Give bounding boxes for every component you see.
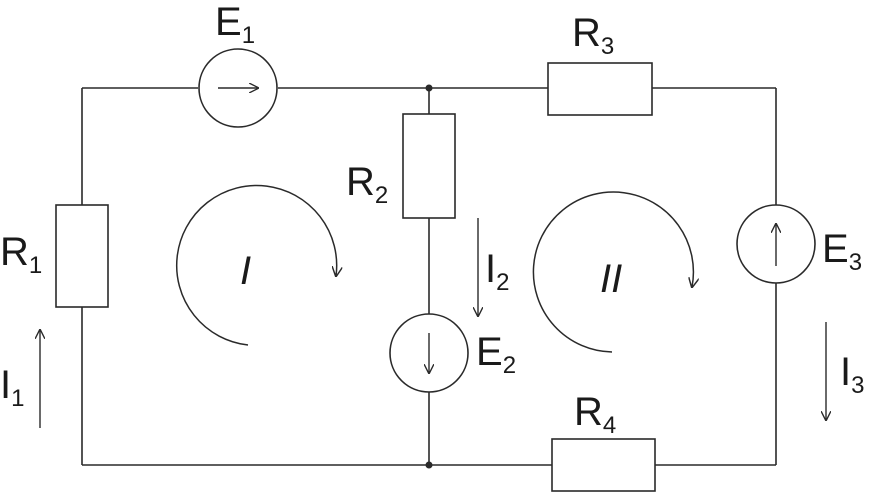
loop-2-arc	[532, 191, 693, 353]
label-e2: E2	[476, 330, 516, 379]
resistor-r2	[402, 113, 456, 219]
resistor-r1	[55, 204, 109, 308]
label-i2: I2	[485, 247, 509, 296]
label-i1: I1	[0, 363, 24, 412]
label-loop-2: II	[600, 257, 622, 301]
label-e1: E1	[215, 0, 255, 49]
label-r4: R4	[574, 390, 616, 439]
resistor-r3	[547, 62, 653, 116]
wires	[81, 84, 777, 469]
label-i3: I3	[840, 350, 864, 399]
label-r1: R1	[0, 230, 42, 279]
label-e3: E3	[822, 227, 862, 276]
label-loop-1: I	[240, 249, 251, 293]
node-bottom	[425, 461, 433, 469]
source-e1	[198, 48, 278, 128]
source-e2	[389, 313, 469, 393]
label-r3: R3	[572, 11, 614, 60]
label-r2: R2	[346, 160, 388, 209]
resistor-r4	[551, 438, 656, 492]
loop-1-arc	[175, 184, 337, 346]
node-top	[425, 84, 433, 92]
source-e3	[736, 204, 816, 284]
